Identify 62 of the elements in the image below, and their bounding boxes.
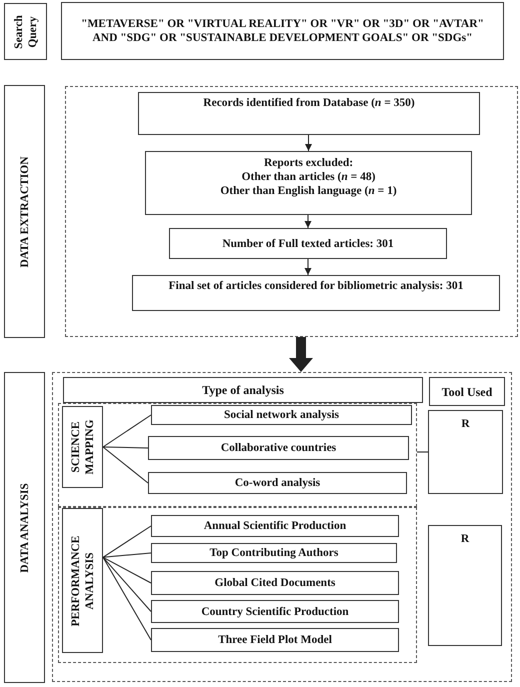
analysis-label: Three Field Plot Model [218,633,332,647]
connector-line [102,414,152,448]
connector-line [102,552,152,558]
tool-label: R [460,532,470,546]
section-label: DATA ANALYSIS [18,482,32,574]
connector-line [102,526,152,558]
section-label-box [4,3,47,60]
exclusion-item: Other than English language (n = 1) [220,184,397,198]
dashed-group-frame [58,507,417,663]
process-box [132,275,500,311]
analysis-label: Country Scientific Production [201,604,349,618]
section-label: DATA EXTRACTION [18,154,32,270]
process-text: Final set of articles considered for bibliometric analysis: 301 [168,279,464,293]
connector-line [102,556,152,584]
connector-line [102,446,148,484]
dashed-group-frame [52,372,512,682]
section-label-box [4,372,45,683]
process-text: Records identified from Database (n = 350) [203,96,415,110]
analysis-box [151,600,399,623]
analysis-box [151,405,412,425]
category-box [62,406,103,488]
category-label: SCIENCE MAPPING [68,418,96,476]
column-header: Type of analysis [202,383,284,397]
column-header-box [429,377,505,406]
category-label: PERFORMANCE ANALYSIS [68,534,96,628]
section-label: Search Query [12,14,40,50]
analysis-box [148,472,407,494]
process-box [138,92,480,135]
block-arrow [289,337,313,372]
column-header-box [63,377,423,403]
analysis-label: Collaborative countries [220,441,336,455]
process-text: Number of Full texted articles: 301 [222,236,394,250]
tool-label: R [461,417,470,431]
analysis-box [151,571,399,595]
analysis-box [151,515,399,537]
process-box [169,228,447,259]
analysis-box [151,543,397,563]
arrow [304,214,312,228]
connector-line [102,446,148,448]
analysis-box [148,436,409,460]
tool-box [428,525,502,646]
process-box [145,151,472,215]
search-query-text: "METAVERSE" OR "VIRTUAL REALITY" OR "VR" OR "3D" OR "AVTAR" AND "SDG" OR "SUSTAINABLE DEVELOPMENT GOALS" OR "SDGs" [80,17,485,45]
exclusion-heading: Reports excluded: [264,156,354,170]
exclusion-item: Other than articles (n = 48) [242,170,376,184]
query-box [61,2,504,60]
analysis-label: Co-word analysis [234,476,320,490]
analysis-label: Annual Scientific Production [204,519,346,533]
category-box [62,508,103,653]
analysis-label: Social network analysis [224,408,339,422]
analysis-box [151,628,399,652]
dashed-group-frame [65,86,518,337]
analysis-label: Top Contributing Authors [210,546,338,560]
analysis-label: Global Cited Documents [214,576,336,590]
arrow [305,134,312,152]
connector-line [102,556,152,612]
dashed-group-frame [58,403,417,507]
connector-line [102,556,152,640]
tool-box [428,410,503,494]
section-label-box [4,85,45,338]
column-header: Tool Used [442,384,492,398]
arrow [304,258,312,276]
